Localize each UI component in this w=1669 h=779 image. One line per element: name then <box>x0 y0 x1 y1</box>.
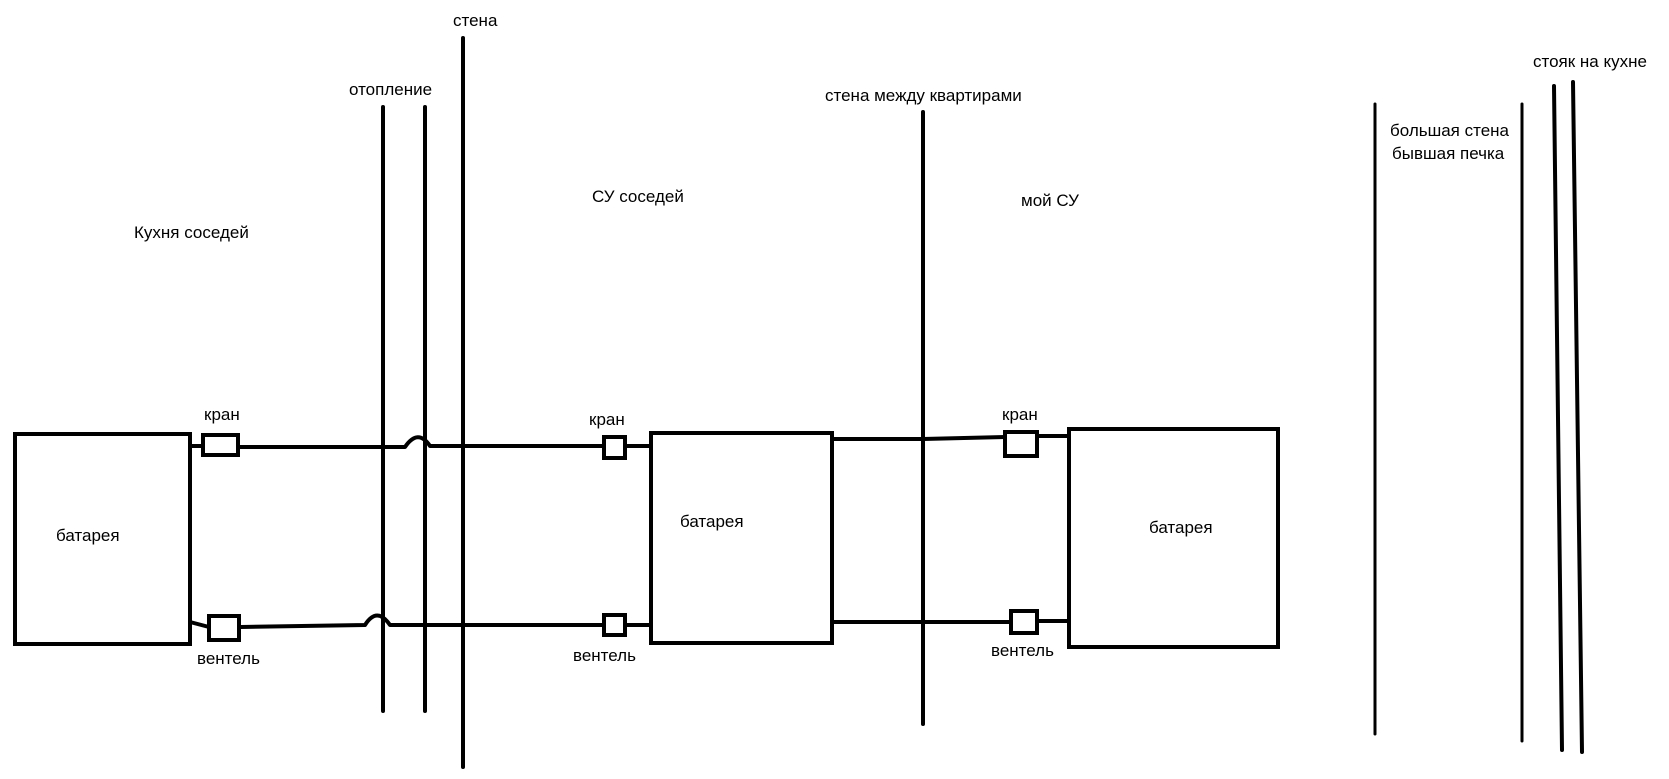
radiator-2 <box>649 431 834 645</box>
wall-between-apartments-label: стена между квартирами <box>825 86 1022 105</box>
big-wall-label-line1: большая стена <box>1390 121 1510 140</box>
tap-2 <box>602 435 627 460</box>
tap-1 <box>201 433 240 457</box>
neighbors-bathroom-label: СУ соседей <box>592 187 684 206</box>
neighbors-kitchen-label: Кухня соседей <box>134 223 249 242</box>
radiator-3 <box>1067 427 1280 649</box>
return-pipe-kitchen-to-bathroom <box>239 613 606 629</box>
valve-1-label: вентель <box>197 649 260 668</box>
radiator-1-label: батарея <box>56 526 120 545</box>
big-wall-label-line2: бывшая печка <box>1392 144 1505 163</box>
kitchen-riser-pipe-right <box>1571 80 1584 754</box>
valve-2-label: вентель <box>573 646 636 665</box>
valve-3-label: вентель <box>991 641 1054 660</box>
valve-2 <box>602 613 627 637</box>
return-pipe-left <box>188 620 211 629</box>
tap-2-label: кран <box>589 410 625 429</box>
tap-3-label: кран <box>1002 405 1038 424</box>
kitchen-riser-pipe-left <box>1552 84 1564 752</box>
my-bathroom-label: мой СУ <box>1021 191 1079 210</box>
tap-1-label: кран <box>204 405 240 424</box>
radiator-1 <box>13 432 192 646</box>
tap-3 <box>1003 430 1039 458</box>
kitchen-riser-label: стояк на кухне <box>1533 52 1647 71</box>
radiator-3-label: батарея <box>1149 518 1213 537</box>
wall-label: стена <box>453 11 498 30</box>
valve-1 <box>207 614 241 642</box>
heating-label: отопление <box>349 80 432 99</box>
supply-pipe-between-apartments <box>830 435 1007 441</box>
radiator-2-label: батарея <box>680 512 744 531</box>
supply-pipe-kitchen-to-bathroom <box>237 435 606 449</box>
valve-3 <box>1009 609 1039 635</box>
